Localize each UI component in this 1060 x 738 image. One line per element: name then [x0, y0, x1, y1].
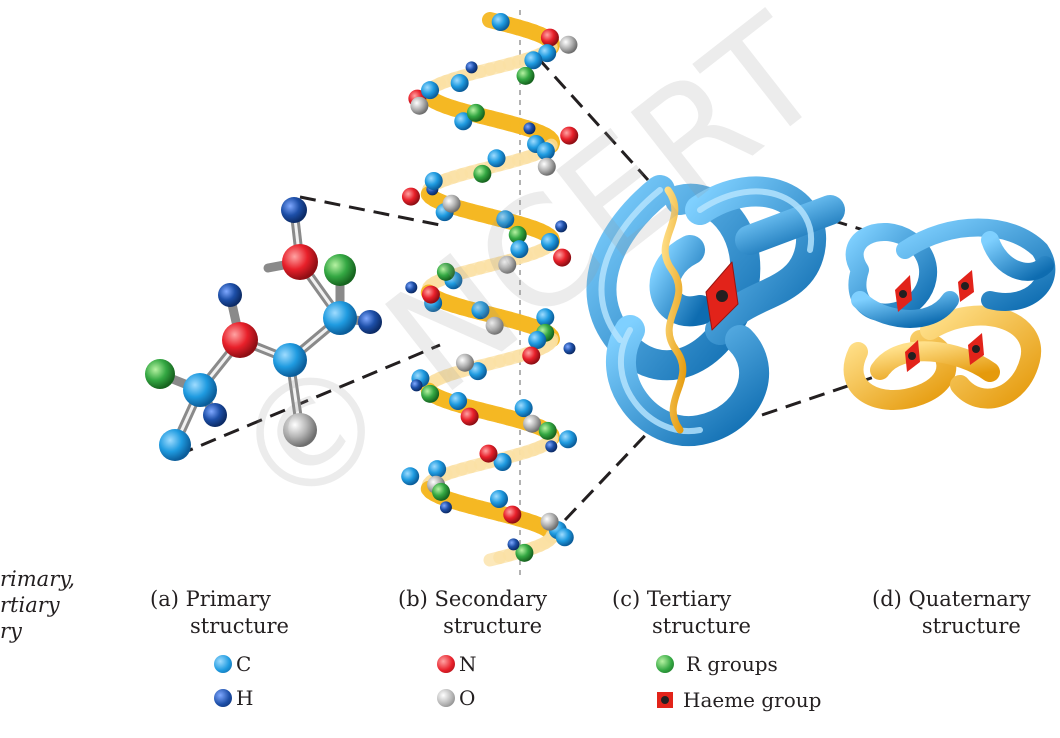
panel-sub-primary: structure — [190, 614, 289, 638]
panel-label-quaternary: (d) Quaternary structure — [872, 586, 1031, 640]
legend-r-groups: R groups — [656, 652, 778, 676]
primary-structure-model — [145, 197, 382, 461]
legend-carbon-label: C — [236, 652, 252, 676]
legend-oxygen: O — [437, 686, 475, 710]
hydrogen-atom-icon — [214, 689, 232, 707]
legend-hydrogen: H — [214, 686, 253, 710]
panel-tag-quaternary: (d) Quaternary — [872, 587, 1031, 611]
panel-label-primary: (a) Primary structure — [150, 586, 289, 640]
side-caption-line1: rimary, — [0, 567, 75, 591]
legend-haeme-group: Haeme group — [657, 688, 821, 712]
side-caption: rimary, rtiary ry — [0, 566, 75, 644]
carbon-atom-icon — [214, 655, 232, 673]
panel-label-secondary: (b) Secondary structure — [398, 586, 547, 640]
r-group-icon — [656, 655, 674, 673]
legend-nitrogen-label: N — [459, 652, 477, 676]
legend-oxygen-label: O — [459, 686, 476, 710]
panel-sub-tertiary: structure — [652, 614, 751, 638]
haeme-group-icon — [657, 692, 673, 708]
side-caption-line2: rtiary — [0, 593, 60, 617]
side-caption-line3: ry — [0, 619, 22, 643]
quaternary-structure-model — [843, 218, 1056, 410]
panel-label-tertiary: (c) Tertiary structure — [612, 586, 751, 640]
panel-tag-secondary: (b) Secondary — [398, 587, 548, 611]
legend-r-groups-label: R groups — [686, 652, 778, 676]
oxygen-atom-icon — [437, 689, 455, 707]
legend-carbon: C — [214, 652, 251, 676]
tertiary-structure-model — [586, 175, 845, 447]
panel-tag-primary: (a) Primary — [150, 587, 271, 611]
panel-sub-secondary: structure — [443, 614, 543, 638]
legend-haeme-label: Haeme group — [683, 688, 822, 712]
panel-tag-tertiary: (c) Tertiary — [612, 587, 732, 611]
panel-sub-quaternary: structure — [921, 614, 1021, 638]
secondary-structure-helix — [401, 10, 579, 580]
nitrogen-atom-icon — [437, 655, 455, 673]
legend-nitrogen: N — [437, 652, 477, 676]
legend-hydrogen-label: H — [236, 686, 254, 710]
